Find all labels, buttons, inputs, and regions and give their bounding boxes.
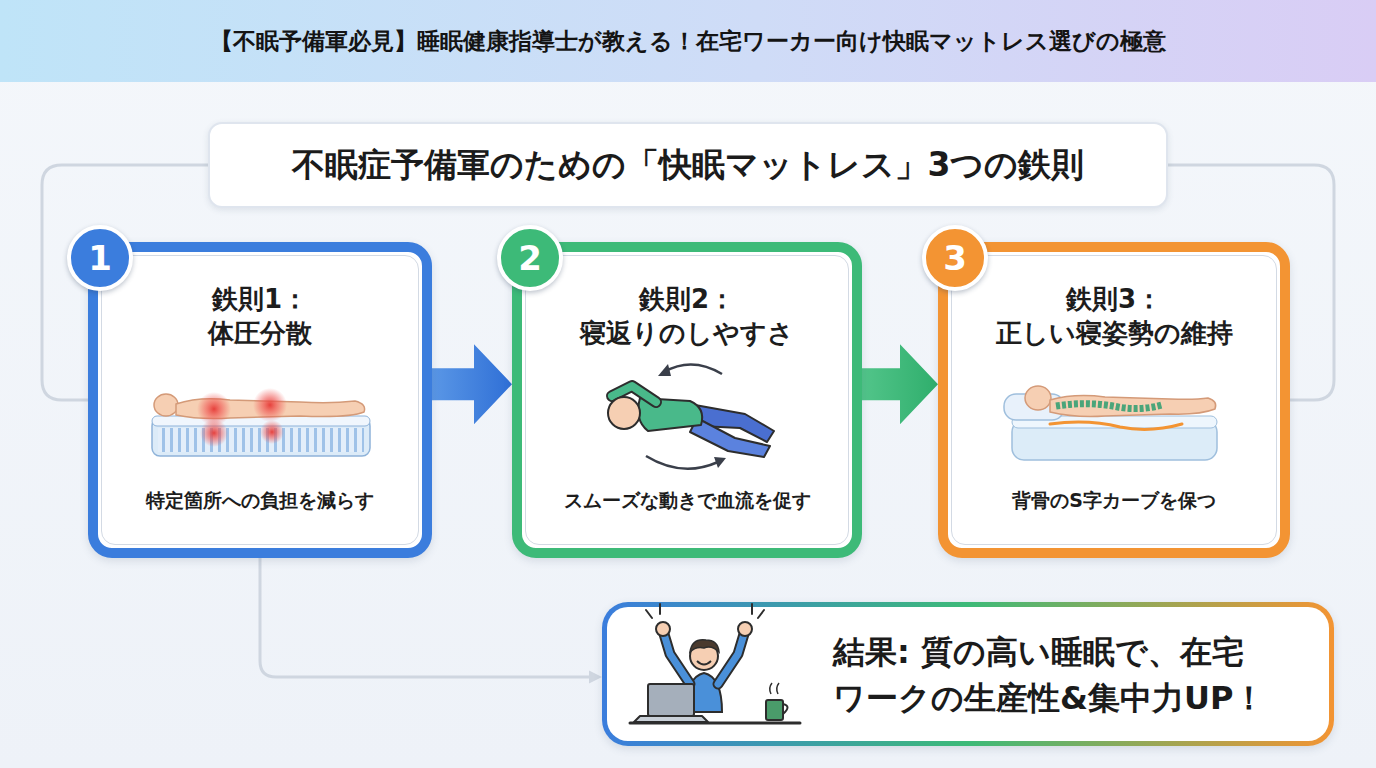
rule-box: 鉄則3： 正しい寝姿勢の維持背骨のS字カーブを保つ 3: [938, 242, 1290, 558]
badge-number: 3: [943, 241, 967, 275]
rule-box: 鉄則1： 体圧分散特定箇所への負担を減らす 1: [88, 242, 432, 558]
diagram-title: 【不眠予備軍必見】睡眠健康指導士が教える！在宅ワーカー向け快眠マットレス選びの極…: [210, 26, 1166, 57]
text-line: 体圧分散: [98, 316, 422, 350]
number-badge: 2: [497, 225, 563, 291]
block-arrow: [862, 344, 938, 424]
result-box: 結果: 質の高い睡眠で、在宅 ワークの生産性&集中力UP！: [602, 602, 1334, 746]
rule-title: 鉄則1： 体圧分散: [98, 282, 422, 350]
rule-body: スムーズな動きで血流を促す: [522, 488, 852, 512]
text-line: 結果:: [833, 633, 910, 671]
text-line: 鉄則3：: [948, 282, 1280, 316]
text-line: 鉄則1：: [98, 282, 422, 316]
text-line: 寝返りのしやすさ: [522, 316, 852, 350]
result-text: 結果: 質の高い睡眠で、在宅 ワークの生産性&集中力UP！: [833, 629, 1273, 721]
number-badge: 3: [922, 225, 988, 291]
rule-body: 特定箇所への負担を減らす: [98, 488, 422, 512]
rule-body: 背骨のS字カーブを保つ: [948, 488, 1280, 512]
connector-line: [260, 558, 602, 683]
text-line: 鉄則2：: [522, 282, 852, 316]
flow-arrow: [862, 344, 938, 424]
rule-title: 鉄則2： 寝返りのしやすさ: [522, 282, 852, 350]
flow-arrow: [432, 344, 512, 424]
rule-title: 鉄則3： 正しい寝姿勢の維持: [948, 282, 1280, 350]
rule-box: 鉄則2： 寝返りのしやすさスムーズな動きで血流を促す 2: [512, 242, 862, 558]
block-arrow: [432, 344, 512, 424]
text-line: 正しい寝姿勢の維持: [948, 316, 1280, 350]
title-banner: 【不眠予備軍必見】睡眠健康指導士が教える！在宅ワーカー向け快眠マットレス選びの極…: [0, 0, 1376, 82]
text-line: ワークの生産性&集中力UP！: [833, 679, 1265, 717]
badge-number: 2: [518, 241, 542, 275]
connector-path: [260, 558, 592, 677]
text-line: 質の高い睡眠で、在宅: [921, 633, 1244, 671]
badge-number: 1: [88, 241, 112, 275]
number-badge: 1: [67, 225, 133, 291]
heading-box: 不眠症予備軍のための「快眠マットレス」3つの鉄則: [208, 122, 1168, 208]
arrow-head: [589, 670, 602, 683]
heading-text: 不眠症予備軍のための「快眠マットレス」3つの鉄則: [292, 143, 1085, 188]
